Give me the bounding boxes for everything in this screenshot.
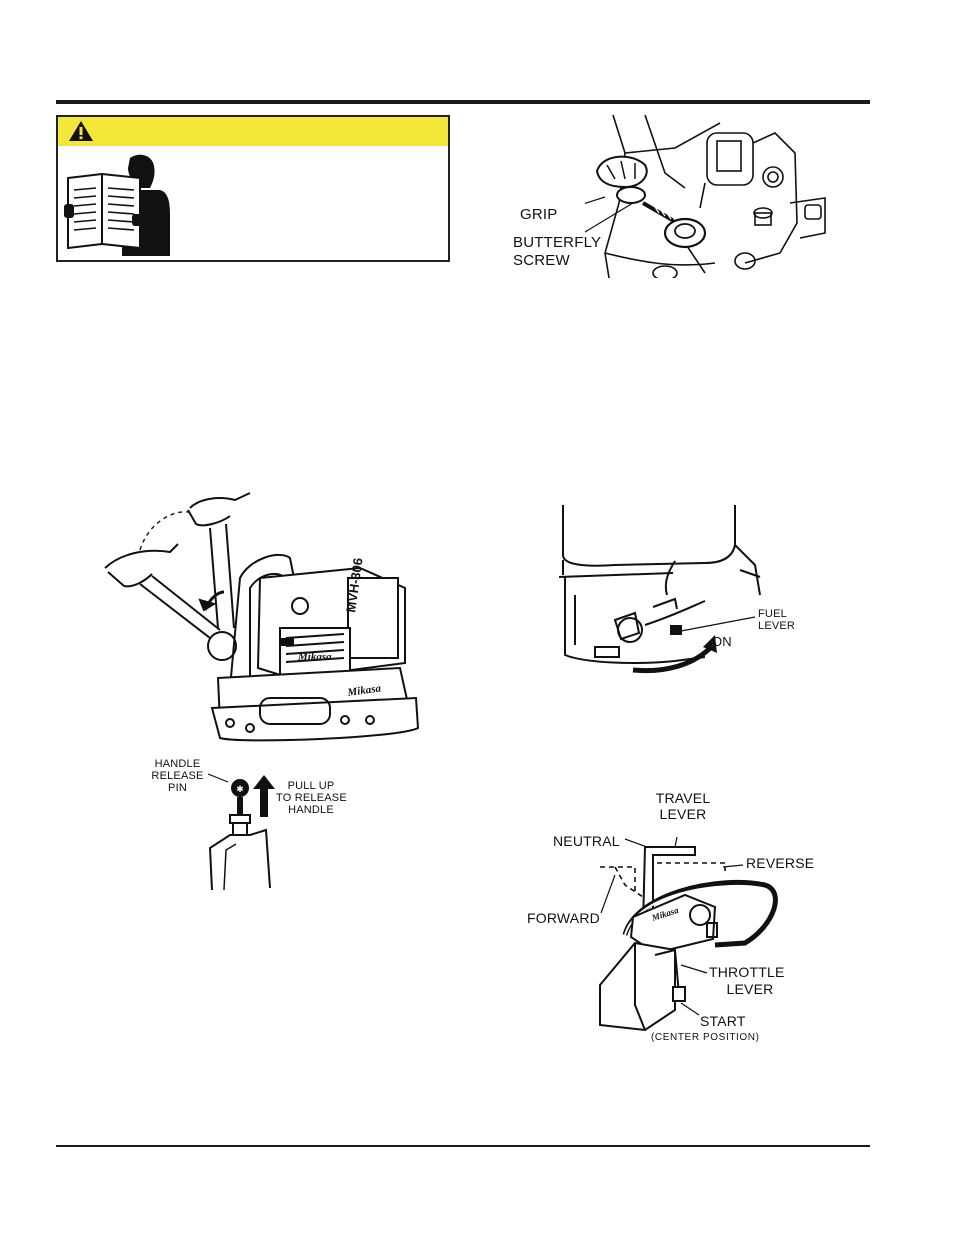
caution-header [58, 117, 448, 146]
center-position-label: (CENTER POSITION) [651, 1031, 760, 1044]
pull-label-2: TO RELEASE [276, 792, 346, 804]
pin-label-2: RELEASE [150, 770, 205, 782]
travel-label-2: LEVER [650, 808, 716, 821]
forward-label: FORWARD [527, 912, 600, 925]
brand-text: Mikasa [297, 651, 332, 663]
pull-up-arrow-icon [253, 775, 275, 817]
fuel-label-2: LEVER [758, 620, 795, 632]
start-label: START [700, 1015, 746, 1028]
grip-butterfly-illustration [585, 113, 830, 278]
bottom-rule [56, 1145, 870, 1147]
on-label: ON [712, 635, 732, 648]
throttle-label-1: THROTTLE [709, 966, 785, 979]
throttle-label-2: LEVER [709, 983, 791, 996]
pin-label-3: PIN [150, 782, 205, 794]
pull-label-3: HANDLE [276, 804, 346, 816]
pin-label-1: HANDLE [150, 758, 205, 770]
fuel-label-1: FUEL [758, 608, 787, 620]
warning-triangle-icon [68, 120, 94, 142]
fuel-lever-illustration [555, 505, 770, 680]
compactor-handle-illustration: MVH-306 Mikasa Mikasa [100, 488, 420, 768]
manual-reader-icon [64, 152, 184, 257]
butterfly-label-1: BUTTERFLY [513, 236, 601, 249]
pull-label-1: PULL UP [276, 780, 346, 792]
svg-text:✱: ✱ [236, 785, 244, 795]
butterfly-label-2: SCREW [513, 254, 570, 267]
reverse-label: REVERSE [746, 857, 814, 870]
travel-label-1: TRAVEL [650, 792, 716, 805]
grip-label: GRIP [520, 208, 557, 221]
neutral-label: NEUTRAL [553, 835, 620, 848]
caution-box [56, 115, 450, 262]
top-rule [56, 100, 870, 104]
